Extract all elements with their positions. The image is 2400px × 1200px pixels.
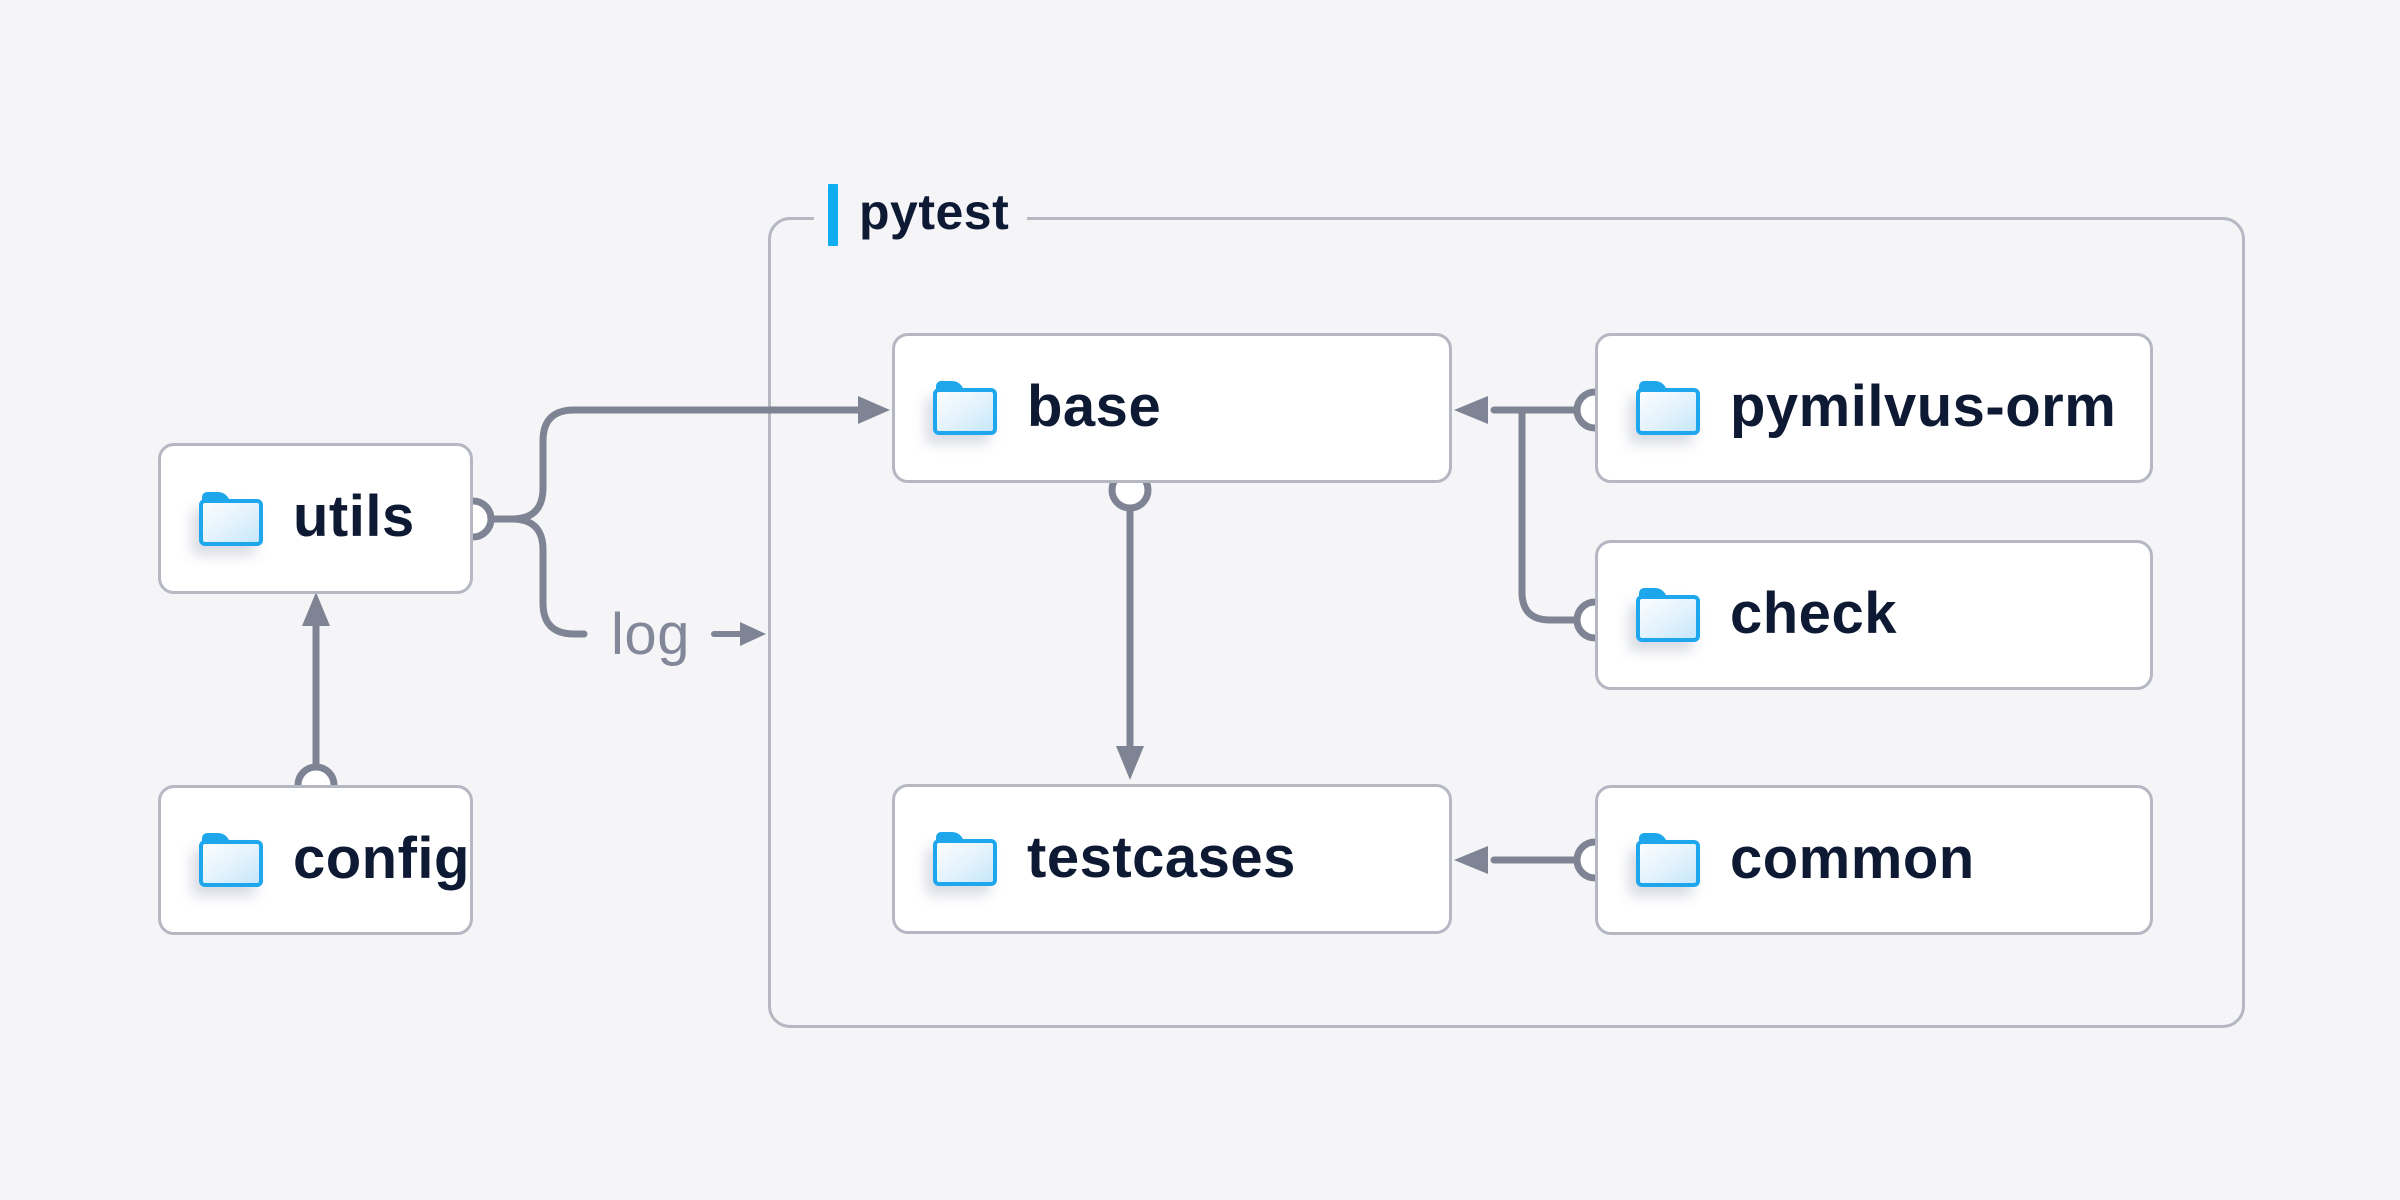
node-check: check: [1595, 540, 2153, 690]
node-config: config: [158, 785, 473, 935]
folder-icon: [1636, 381, 1700, 435]
folder-icon: [933, 381, 997, 435]
arrowhead-config-utils: [302, 592, 330, 626]
edge-utils-base: [487, 406, 862, 523]
arrowhead-pymilvusorm-base: [1454, 396, 1488, 424]
node-config-label: config: [293, 825, 470, 891]
folder-icon: [1636, 833, 1700, 887]
arrowhead-base-testcases: [1116, 746, 1144, 780]
node-testcases-label: testcases: [1027, 824, 1296, 890]
node-pymilvus-orm-label: pymilvus-orm: [1730, 373, 2117, 439]
folder-icon: [933, 832, 997, 886]
pytest-group-title: pytest: [859, 184, 1010, 240]
log-edge-label: log: [611, 601, 690, 667]
node-common: common: [1595, 785, 2153, 935]
node-common-label: common: [1730, 825, 1975, 891]
arrowhead-utils-base: [858, 396, 890, 424]
node-check-label: check: [1730, 580, 1897, 646]
arrowhead-common-testcases: [1454, 846, 1488, 874]
edge-check-base: [1518, 406, 1580, 624]
accent-bar: [828, 184, 838, 246]
pytest-group-border: [768, 217, 2245, 1028]
folder-icon: [199, 833, 263, 887]
node-base-label: base: [1027, 373, 1162, 439]
node-utils: utils: [158, 443, 473, 594]
pytest-group-label: pytest: [814, 178, 1028, 252]
folder-icon: [199, 491, 263, 546]
node-base: base: [892, 333, 1452, 483]
node-pymilvus-orm: pymilvus-orm: [1595, 333, 2153, 483]
folder-icon: [1636, 588, 1700, 642]
node-testcases: testcases: [892, 784, 1452, 934]
node-utils-label: utils: [293, 484, 415, 549]
edge-utils-log: [487, 515, 588, 638]
arrowhead-log: [740, 622, 766, 646]
